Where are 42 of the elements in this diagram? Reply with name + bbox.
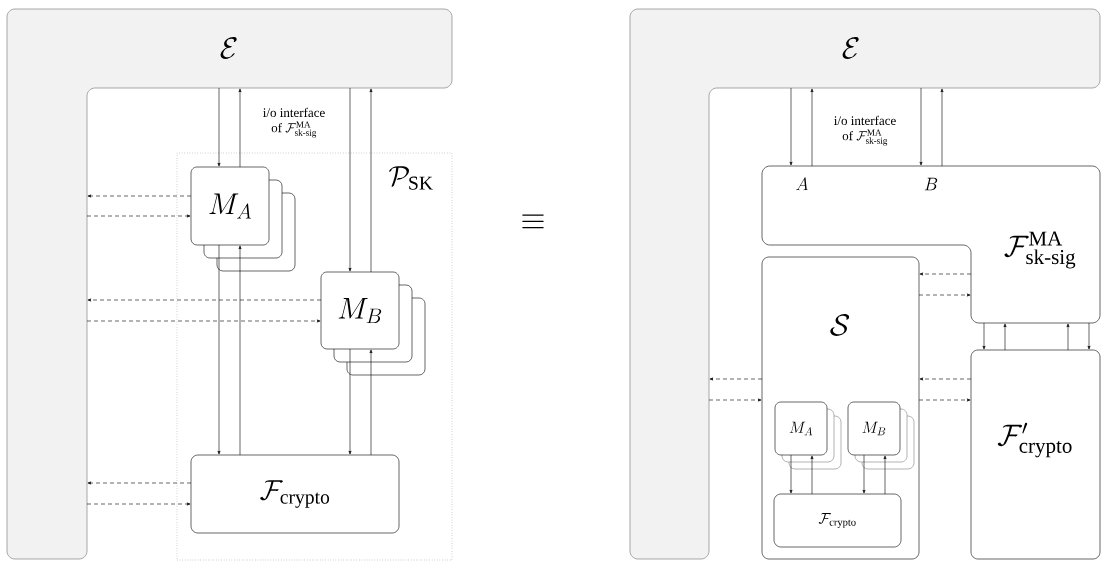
arrow (919, 87, 923, 166)
arrow (86, 319, 321, 323)
arrow (238, 88, 242, 168)
interface-label: $\begin{array}{c}\mbox{i/o interface}\\\mbox{of }\mathcal{F}^{\mathrm{MA}}_{\text{sk-sig}}\end{array}$ (834, 115, 896, 146)
arrow (810, 88, 814, 167)
arrow (369, 88, 373, 273)
arrow (86, 214, 191, 218)
arrow (217, 244, 221, 455)
arrow (369, 349, 373, 456)
arrow (919, 377, 972, 381)
equivalence-sign: $\equiv$ (522, 214, 544, 229)
arrow (708, 398, 762, 402)
interface-label: $\begin{array}{c}\mbox{i/o interface}\\\mbox{of }\mathcal{F}^{\mathrm{MA}}_{\text{sk-sig}}\end{array}$ (263, 107, 325, 138)
arrow (918, 293, 971, 297)
arrow (982, 322, 986, 350)
machine-stack: $M_A$ (190, 166, 296, 272)
arrow (348, 87, 352, 272)
arrow (919, 272, 972, 276)
arrow (87, 194, 192, 198)
arrow (238, 245, 242, 456)
arrow (940, 88, 944, 167)
component-box: $\mathcal{F}'_{\mathrm{crypto}}$ (970, 349, 1101, 560)
arrow (810, 455, 814, 495)
machine-stack: $M_B$ (320, 271, 426, 376)
arrow (217, 87, 221, 167)
arrow (789, 87, 793, 166)
arrow (87, 481, 192, 485)
arrow (709, 377, 763, 381)
arrow (789, 454, 793, 494)
machine-stack: $M_B$ (847, 401, 915, 470)
arrow (86, 502, 191, 506)
component-box: $\mathcal{F}_{\mathrm{crypto}}$ (190, 454, 400, 534)
component-box: $\mathcal{F}_{\mathrm{crypto}}$ (773, 493, 902, 548)
arrow (862, 454, 866, 494)
arrow (918, 398, 971, 402)
arrow (348, 348, 352, 455)
machine-stack: $M_A$ (774, 401, 842, 470)
arrow (87, 298, 322, 302)
arrow (1066, 323, 1070, 351)
arrow (883, 455, 887, 495)
arrow (1087, 322, 1091, 350)
arrow (1003, 323, 1007, 351)
